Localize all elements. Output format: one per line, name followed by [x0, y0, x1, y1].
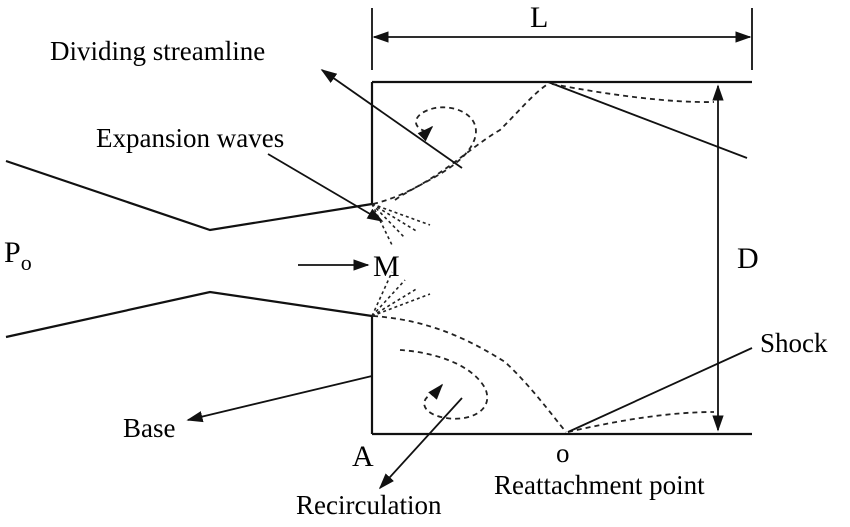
shock-leader [567, 347, 753, 433]
reattachment-point-label: Reattachment point [494, 470, 705, 500]
length-dimension [371, 8, 753, 70]
dividing-streamline-leader [320, 69, 463, 169]
mach-label: M [373, 250, 400, 283]
upper-shear-layer [372, 83, 549, 205]
expansion-waves-leader [267, 153, 384, 222]
duct-walls [5, 80, 752, 436]
lower-expansion-fan [371, 271, 431, 317]
diameter-label: D [737, 242, 759, 275]
upper-recirculation-vortex [394, 106, 477, 201]
base-label: Base [123, 413, 176, 443]
stagnation-pressure-label: Po [4, 236, 32, 275]
recirculation-leader [378, 397, 463, 490]
point-a-label: A [352, 440, 374, 473]
length-label: L [530, 1, 548, 34]
upper-nozzle-wall [5, 159, 373, 232]
point-o-label: o [556, 438, 570, 468]
recirculation-label: Recirculation [296, 490, 442, 520]
upper-boundary-layer [551, 83, 715, 103]
shock-label: Shock [760, 328, 828, 358]
upper-expansion-fan [371, 203, 431, 246]
lower-boundary-layer [567, 411, 715, 433]
dividing-streamline-label: Dividing streamline [50, 36, 265, 66]
base-leader [186, 375, 373, 423]
upper-reattachment-shock [547, 81, 748, 159]
lower-shear-layer [372, 315, 567, 433]
lower-nozzle-wall [5, 290, 373, 339]
lower-recirculation-vortex [399, 349, 488, 420]
expansion-waves-label: Expansion waves [96, 123, 284, 153]
